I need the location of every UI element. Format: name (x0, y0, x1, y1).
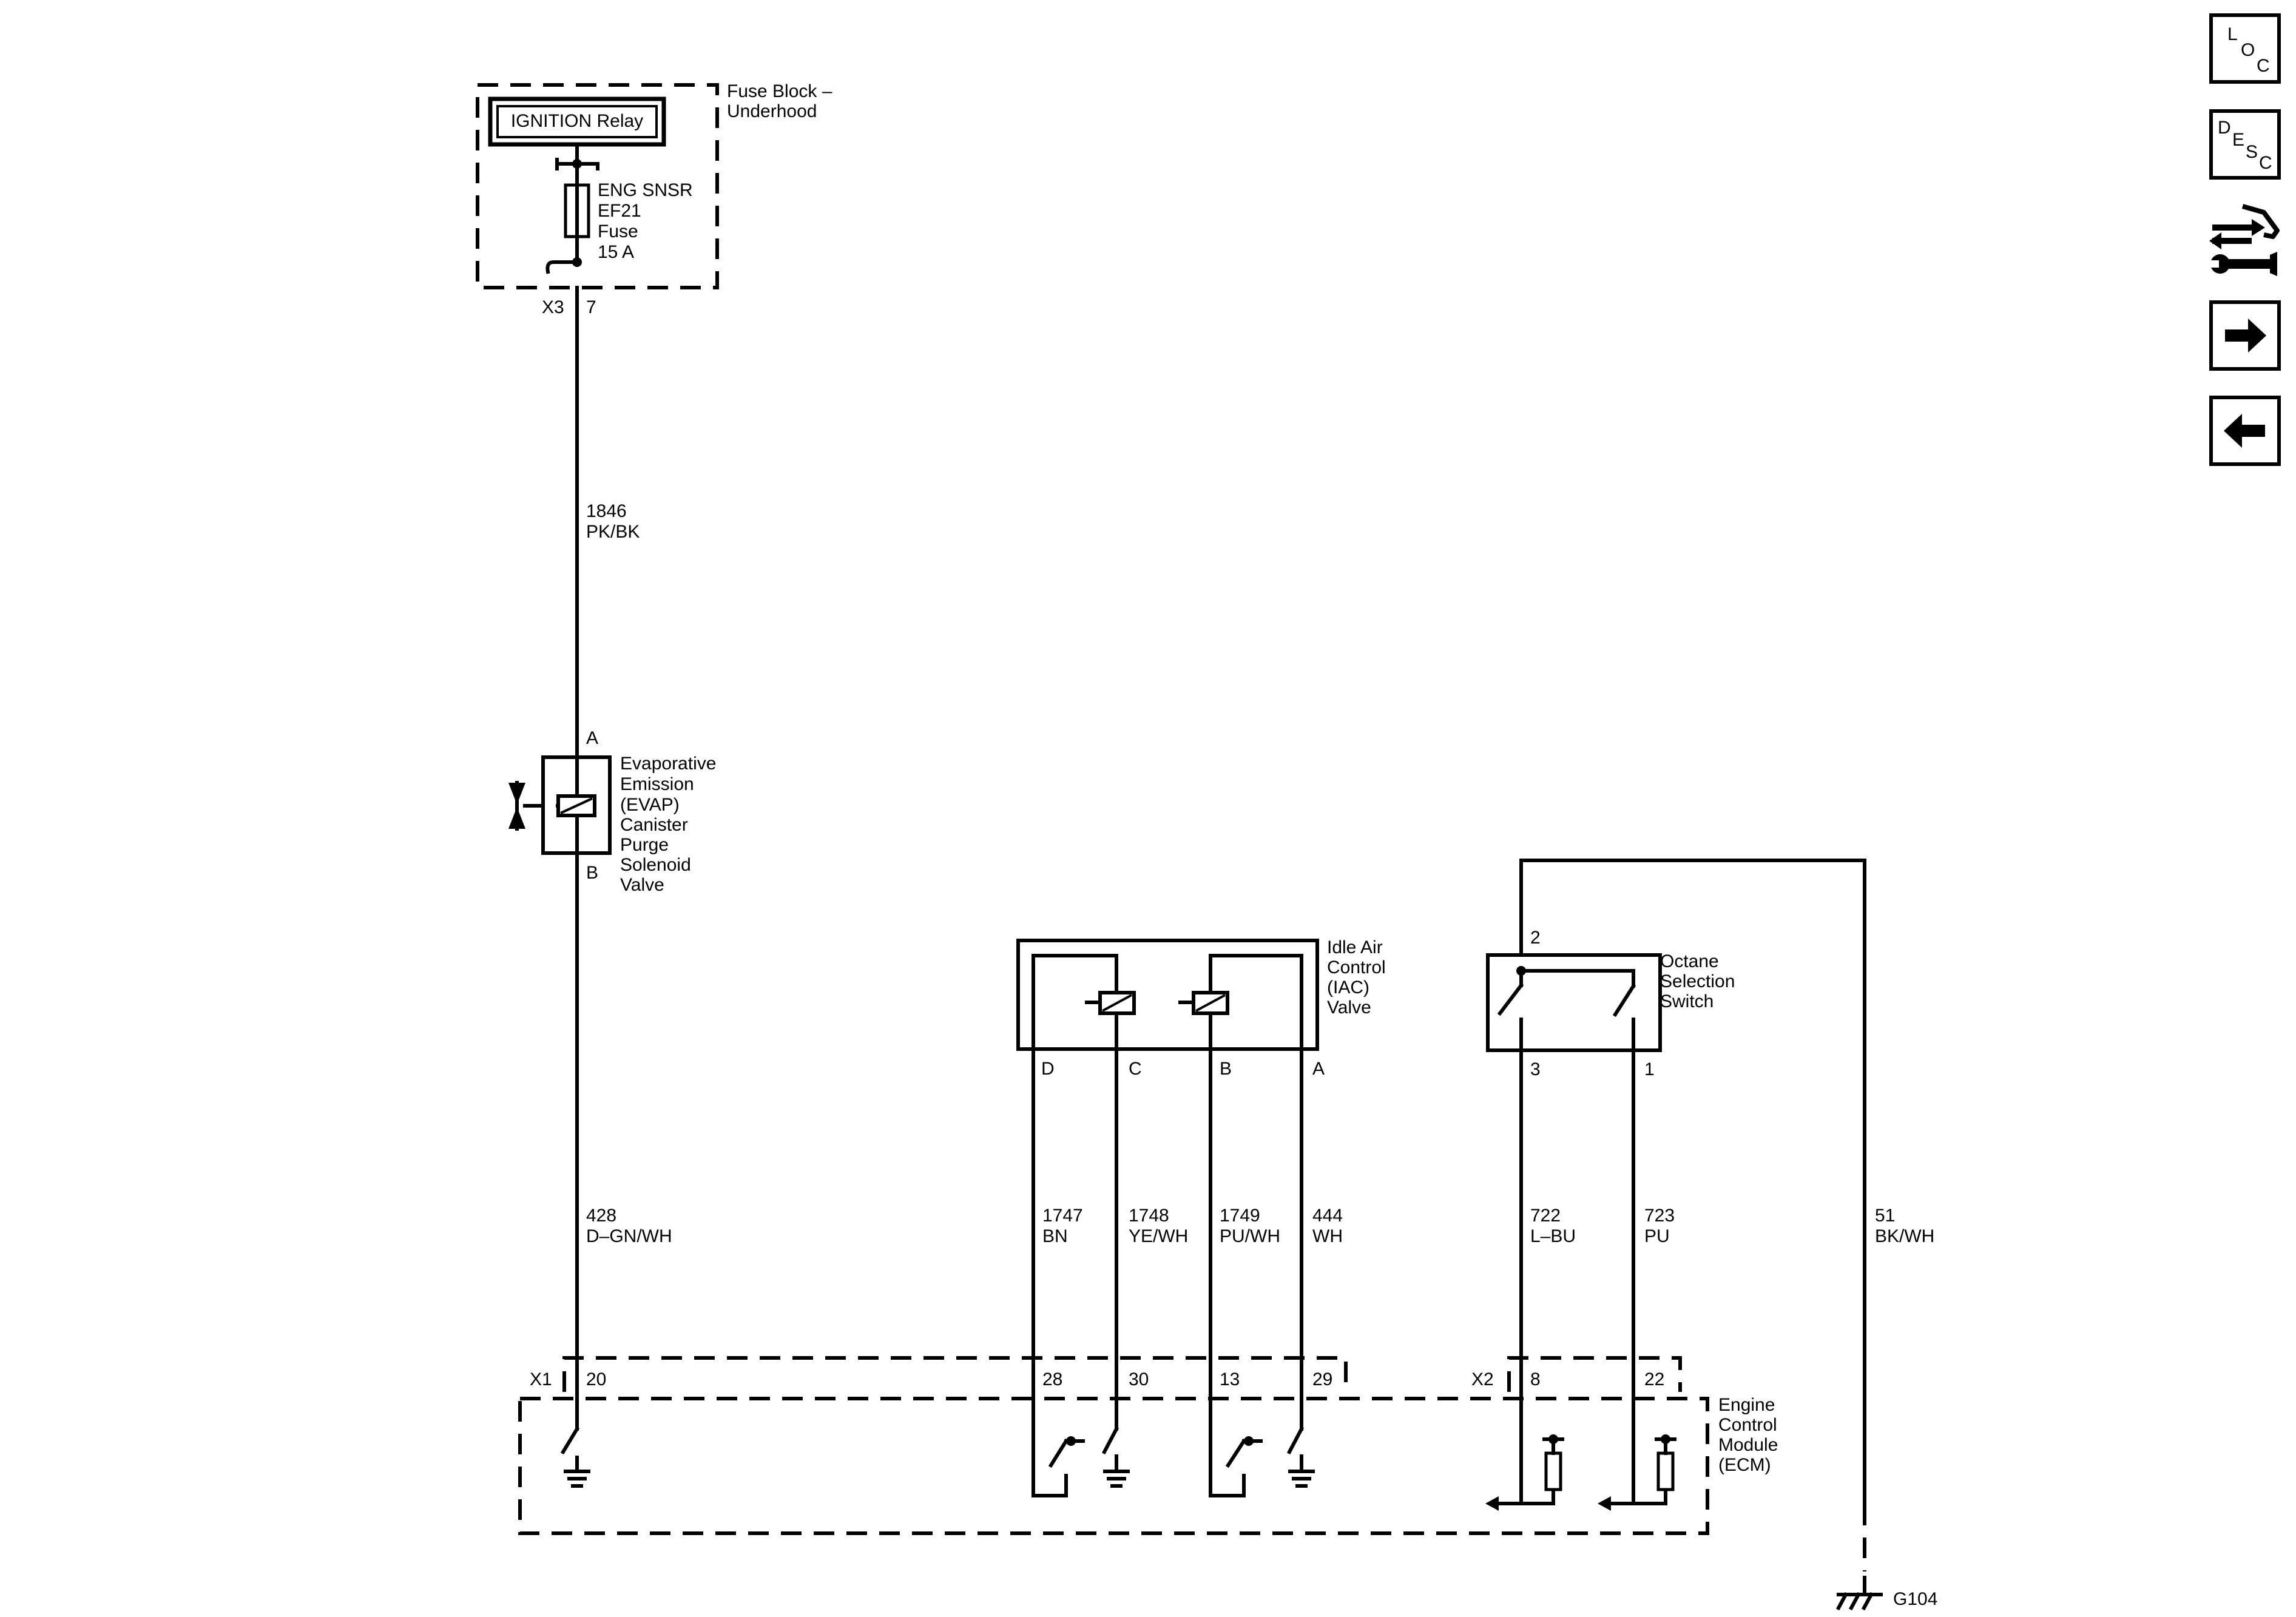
evap-purge-solenoid: A B Evaporative Emission (EVAP) Canister… (508, 728, 716, 895)
ground-g104: G104 (1835, 1505, 1937, 1611)
connector-wrench-icon (2209, 204, 2280, 276)
wire-428-number: 428 (586, 1206, 616, 1226)
iac-wires: 1747 BN 1748 YE/WH 1749 PU/WH 444 WH (1032, 1047, 1343, 1431)
diagnostic-button[interactable] (2209, 203, 2281, 282)
connector-x2-label: X2 (1471, 1369, 1494, 1389)
octane-pin-2: 2 (1530, 928, 1541, 948)
wire-1846-pk-bk: 1846 PK/BK (575, 286, 640, 759)
octane-wires: 722 L–BU 723 PU 51 BK/WH (1519, 1048, 1934, 1505)
wire-1748-color: YE/WH (1129, 1226, 1188, 1246)
octane-pin-1: 1 (1644, 1059, 1655, 1079)
fuse-label-line2: EF21 (598, 201, 641, 221)
wire-722-color: L–BU (1530, 1226, 1576, 1246)
fuse-block-title-line2: Underhood (727, 101, 817, 121)
octane-label-line3: Switch (1660, 991, 1714, 1011)
wire-723-number: 723 (1644, 1206, 1675, 1226)
ecm-pin-30: 30 (1129, 1369, 1149, 1389)
connector-x1-label: X1 (530, 1369, 552, 1389)
wire-51-color: BK/WH (1875, 1226, 1934, 1246)
desc-letter-e: E (2232, 130, 2245, 150)
wire-1846-number: 1846 (586, 501, 627, 521)
iac-pin-c: C (1129, 1059, 1142, 1079)
wire-444-color: WH (1312, 1226, 1343, 1246)
description-button[interactable]: D E S C (2209, 109, 2281, 180)
wire-723-color: PU (1644, 1226, 1670, 1246)
iac-pin-b: B (1220, 1059, 1232, 1079)
desc-letter-s: S (2246, 142, 2258, 162)
wire-1748-number: 1748 (1129, 1206, 1169, 1226)
wire-51-number: 51 (1875, 1206, 1895, 1226)
octane-pin-3: 3 (1530, 1059, 1541, 1079)
evap-pin-b: B (586, 863, 598, 883)
ecm-pin-22: 22 (1644, 1369, 1664, 1389)
desc-letter-d: D (2218, 118, 2231, 138)
evap-label-line3: (EVAP) (620, 795, 680, 815)
loc-letter-l: L (2227, 24, 2238, 44)
wire-722-number: 722 (1530, 1206, 1561, 1226)
evap-label-line1: Evaporative (620, 754, 716, 774)
wire-1846-color: PK/BK (586, 522, 640, 542)
ecm-pin-13: 13 (1220, 1369, 1240, 1389)
iac-label-line2: Control (1327, 957, 1386, 977)
evap-label-line6: Solenoid (620, 855, 691, 875)
iac-label-line3: (IAC) (1327, 977, 1369, 998)
ecm-pin-29: 29 (1312, 1369, 1332, 1389)
fuse-block-title-line1: Fuse Block – (727, 81, 832, 101)
wire-1749-number: 1749 (1220, 1206, 1260, 1226)
engine-control-module: X1 20 28 30 13 29 X2 8 22 Engine Control… (518, 1356, 1778, 1535)
ecm-pin-8: 8 (1530, 1369, 1541, 1389)
evap-label-line5: Purge (620, 835, 669, 855)
arrow-left-icon (2224, 414, 2265, 448)
next-page-button[interactable] (2209, 300, 2281, 371)
wire-444-number: 444 (1312, 1206, 1343, 1226)
connector-x3-pin: 7 (586, 297, 596, 317)
location-button[interactable]: L O C (2209, 13, 2281, 84)
wire-428-color: D–GN/WH (586, 1226, 672, 1246)
iac-label-line4: Valve (1327, 998, 1371, 1018)
ecm-pin-28: 28 (1042, 1369, 1062, 1389)
evap-label-line2: Emission (620, 774, 694, 794)
wire-1747-color: BN (1042, 1226, 1068, 1246)
ecm-pin-20: 20 (586, 1369, 606, 1389)
ignition-relay-label: IGNITION Relay (511, 111, 643, 131)
evap-label-line4: Canister (620, 815, 688, 835)
ground-g104-label: G104 (1893, 1589, 1937, 1609)
wire-1747-number: 1747 (1042, 1206, 1083, 1226)
arrow-right-icon (2225, 319, 2266, 353)
ecm-label-line3: Module (1718, 1435, 1778, 1455)
desc-letter-c: C (2259, 153, 2272, 173)
octane-selection-switch: 2 3 1 Octane Selection Switch (1486, 859, 1866, 1507)
loc-letter-o: O (2241, 40, 2255, 60)
connector-x3-label: X3 (542, 297, 564, 317)
iac-pin-a: A (1312, 1059, 1325, 1079)
fuse-label-line1: ENG SNSR (598, 180, 693, 200)
ecm-label-line4: (ECM) (1718, 1455, 1771, 1475)
iac-label-line1: Idle Air (1327, 937, 1383, 957)
iac-valve: Idle Air Control (IAC) Valve D C B A (1016, 937, 1386, 1079)
fuse-label-line3: Fuse (598, 221, 638, 241)
loc-letter-c: C (2257, 56, 2270, 76)
evap-pin-a: A (586, 728, 598, 748)
octane-label-line1: Octane (1660, 951, 1719, 971)
previous-page-button[interactable] (2209, 396, 2281, 466)
evap-label-line7: Valve (620, 875, 664, 895)
description-icon: D E S C (2213, 113, 2277, 176)
fuse-block-underhood: Fuse Block – Underhood IGNITION Relay EN… (476, 81, 832, 317)
ecm-label-line2: Control (1718, 1415, 1777, 1435)
location-icon: L O C (2213, 17, 2277, 80)
wire-428-dgn-wh: 428 D–GN/WH (575, 851, 672, 1431)
iac-pin-d: D (1041, 1059, 1055, 1079)
fuse-label-line4: 15 A (598, 242, 634, 262)
wire-1749-color: PU/WH (1220, 1226, 1280, 1246)
ecm-label-line1: Engine (1718, 1395, 1775, 1415)
octane-label-line2: Selection (1660, 971, 1735, 991)
